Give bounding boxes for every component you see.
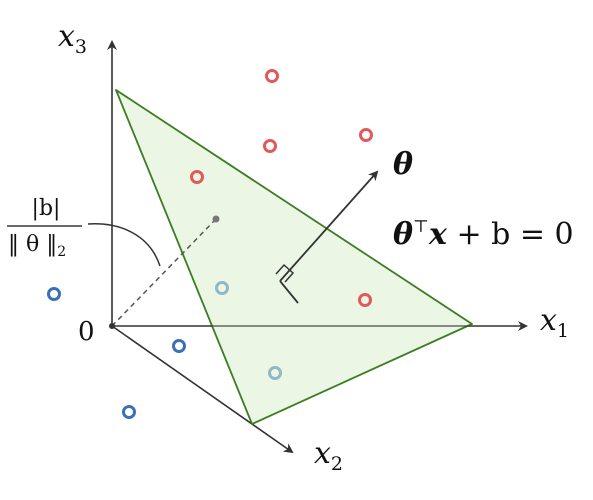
distance-line <box>111 218 217 327</box>
plane-equation: θ⊤x + b = 0 <box>393 217 574 252</box>
hyperplane <box>115 89 473 425</box>
x2-axis <box>111 325 294 454</box>
normal-vector-stem <box>279 280 299 304</box>
positive-point <box>263 139 277 153</box>
normal-vector-label: θ <box>393 147 413 182</box>
negative-point <box>172 339 186 353</box>
occluded-point <box>268 366 282 380</box>
x1-axis-label: x1 <box>540 303 569 342</box>
positive-point <box>359 128 373 142</box>
normal-vector <box>279 170 379 282</box>
negative-point <box>47 287 61 301</box>
distance-pointer <box>87 223 161 267</box>
foot-point <box>212 215 220 223</box>
occluded-point <box>215 281 229 295</box>
x3-axis-label: x3 <box>58 19 87 58</box>
right-angle-mark <box>275 263 295 283</box>
distance-numerator: |b| <box>32 196 61 221</box>
positive-point <box>265 69 279 83</box>
x2-axis-label: x2 <box>314 436 343 475</box>
positive-point <box>190 170 204 184</box>
origin-point <box>109 323 115 329</box>
origin-label: 0 <box>78 317 95 347</box>
positive-point <box>358 293 372 307</box>
negative-point <box>122 405 136 419</box>
distance-denominator: ‖ θ ‖2 <box>8 232 66 260</box>
